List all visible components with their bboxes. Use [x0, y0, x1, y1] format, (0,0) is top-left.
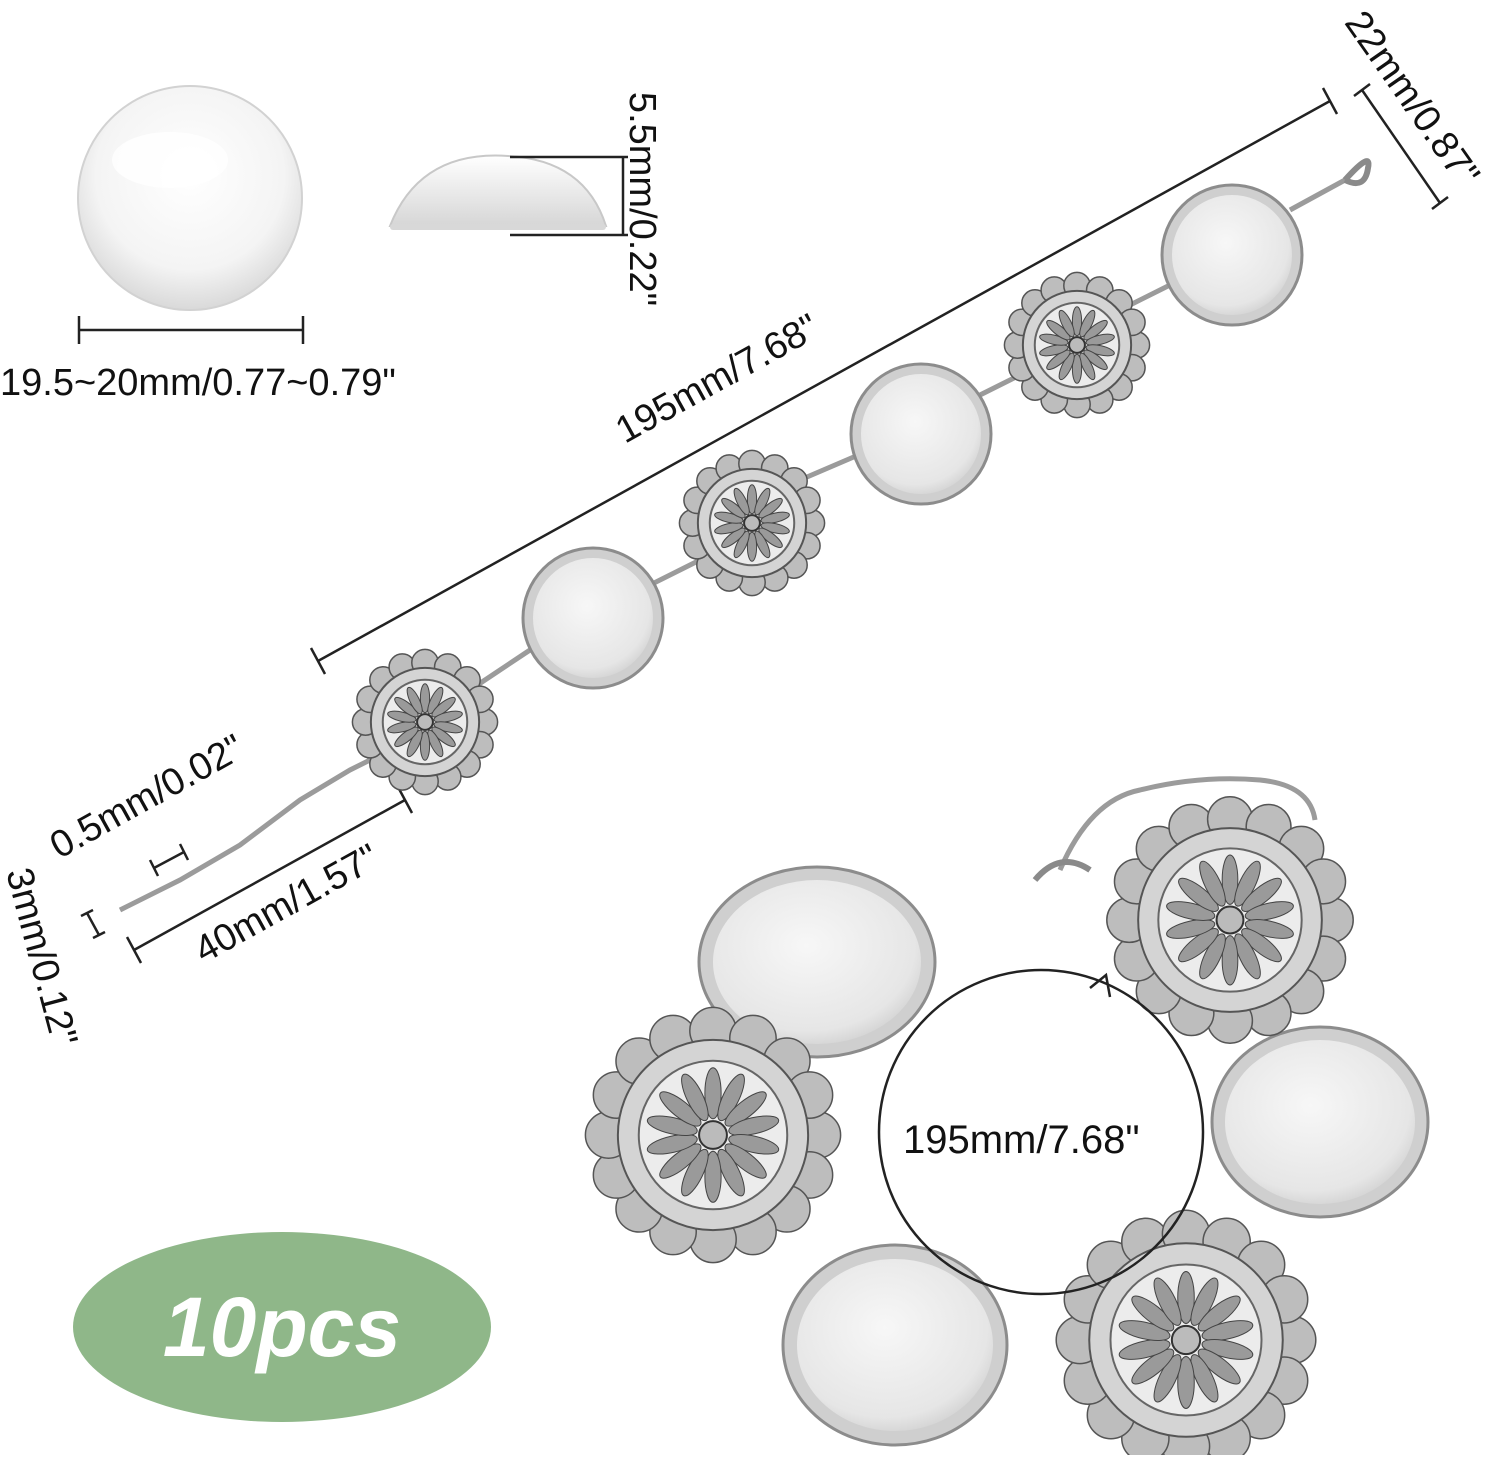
bracelet-circular: [584, 776, 1430, 1460]
bezel-tray: [521, 546, 665, 690]
bracelet-straight: [351, 183, 1304, 796]
quantity-badge: 10pcs: [73, 1232, 491, 1422]
cabochon-diameter-label: 19.5~20mm/0.77~0.79": [0, 362, 396, 404]
cabochon-height-label: 5.5mm/0.22": [621, 91, 664, 307]
bezel-tray: [849, 362, 993, 506]
bezel-tray: [697, 865, 937, 1059]
circumference-label: 195mm/7.68": [903, 1118, 1140, 1162]
bezel-tray: [1210, 1025, 1430, 1219]
flower-setting: [1106, 796, 1354, 1044]
cabochon-top-view: [77, 85, 303, 311]
flower-setting: [1055, 1209, 1317, 1460]
quantity-badge-text: 10pcs: [162, 1279, 402, 1374]
flower-setting: [584, 1006, 842, 1264]
dimension-lines: [77, 83, 1449, 964]
cabochon-side-view: [388, 154, 608, 230]
flower-setting: [678, 449, 826, 597]
bezel-tray: [781, 1243, 1009, 1447]
flower-setting: [351, 648, 499, 796]
circumference-arrow: [1089, 972, 1112, 998]
bezel-tray: [1160, 183, 1304, 327]
flower-setting: [1003, 271, 1151, 419]
extender-chain: [1057, 776, 1318, 871]
circumference-ring: [877, 968, 1205, 1296]
